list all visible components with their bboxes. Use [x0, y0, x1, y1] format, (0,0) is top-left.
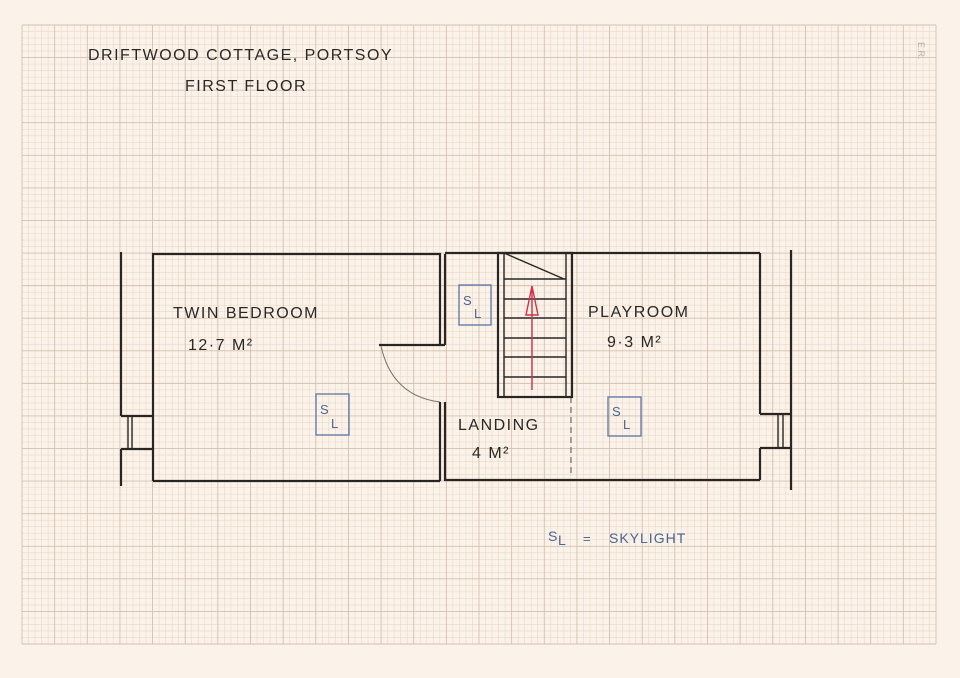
svg-text:L: L	[331, 416, 338, 431]
svg-text:S: S	[320, 402, 329, 417]
svg-text:L: L	[474, 306, 481, 321]
svg-text:=: =	[583, 531, 591, 546]
door-swing-arc	[380, 345, 441, 403]
svg-text:L: L	[558, 532, 566, 548]
legend: S L = SKYLIGHT	[548, 528, 686, 548]
landing-playroom-walls	[445, 250, 793, 490]
skylight-bedroom: S L	[315, 393, 350, 436]
room-name-twin-bedroom: TWIN BEDROOM	[173, 305, 319, 322]
skylight-landing: S L	[458, 284, 492, 326]
plan-title: DRIFTWOOD COTTAGE, PORTSOY	[88, 47, 393, 64]
arrow-head-icon	[525, 285, 539, 316]
plan-subtitle: FIRST FLOOR	[185, 78, 307, 95]
skylight-playroom: S L	[607, 396, 642, 437]
twin-bedroom: TWIN BEDROOM 12·7 M²	[151, 252, 447, 483]
author-initials: E.R.	[916, 42, 926, 60]
svg-text:S: S	[612, 404, 621, 419]
room-area-playroom: 9·3 M²	[607, 334, 662, 351]
room-name-playroom: PLAYROOM	[588, 304, 690, 321]
staircase	[496, 251, 574, 399]
svg-text:SKYLIGHT: SKYLIGHT	[609, 530, 686, 546]
room-name-landing: LANDING	[458, 417, 540, 434]
svg-text:S: S	[463, 293, 472, 308]
room-area-landing: 4 M²	[472, 445, 510, 462]
graph-paper-grid	[21, 24, 937, 645]
west-wall	[119, 252, 153, 486]
svg-text:S: S	[548, 528, 557, 544]
room-area-twin-bedroom: 12·7 M²	[188, 337, 254, 354]
svg-text:L: L	[623, 417, 630, 432]
